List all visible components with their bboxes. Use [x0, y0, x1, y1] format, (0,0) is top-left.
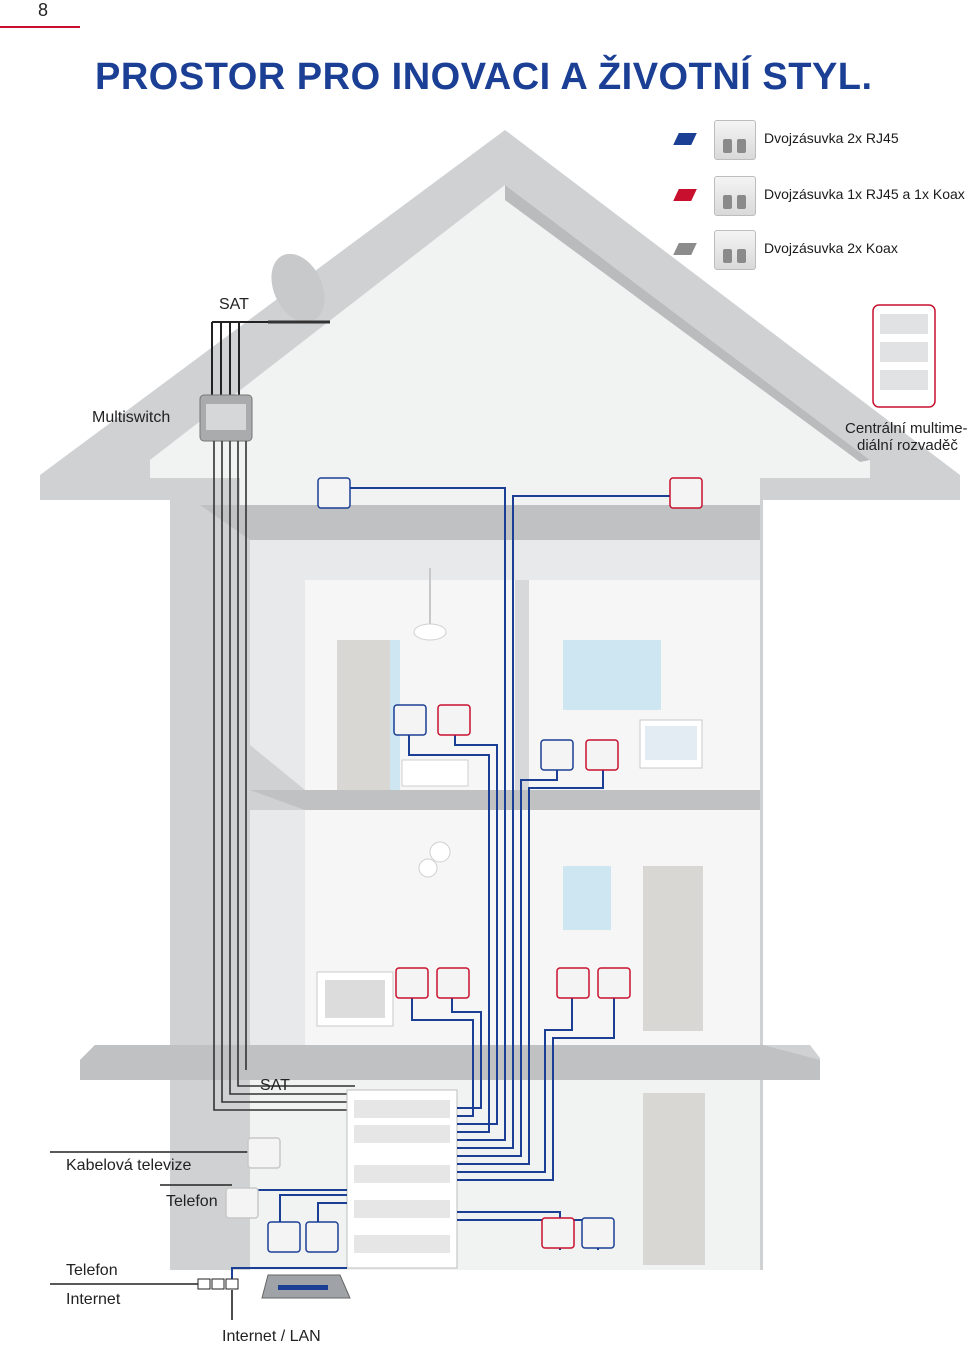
label-internet: Internet	[66, 1291, 121, 1308]
external-lines	[50, 1151, 250, 1320]
label-multiswitch: Multiswitch	[92, 409, 171, 426]
socket-middle-1	[395, 967, 429, 999]
tv-screen	[325, 980, 385, 1018]
socket-icon	[714, 120, 756, 160]
legend-flag-red	[673, 189, 697, 201]
label-central-line2: diální rozvaděč	[857, 437, 958, 454]
legend-item-koax: Dvojzásuvka 2x Koax	[673, 228, 956, 272]
legend-item-combo: Dvojzásuvka 1x RJ45 a 1x Koax	[673, 174, 965, 218]
monitor-screen	[645, 726, 697, 760]
socket-upper-4	[585, 739, 619, 771]
socket-icon	[714, 230, 756, 270]
multiswitch-box	[199, 394, 253, 442]
sockets	[225, 477, 703, 1253]
socket-ground-4	[581, 1217, 615, 1249]
attic-floor	[200, 505, 760, 540]
label-phone-bottom: Telefon	[66, 1262, 118, 1279]
middle-door	[643, 866, 703, 1031]
page-number: 8	[38, 0, 49, 20]
socket-middle-2	[436, 967, 470, 999]
label-central-line1: Centrální multime-	[845, 420, 968, 437]
socket-attic-right	[669, 477, 703, 509]
socket-ground-phone	[225, 1187, 259, 1219]
ground-door	[643, 1093, 705, 1265]
socket-middle-3	[556, 967, 590, 999]
upper-door	[337, 640, 392, 790]
attic-cabinet	[872, 304, 936, 408]
router	[261, 1274, 351, 1299]
roof-shade	[505, 185, 870, 462]
page-rule	[0, 26, 80, 28]
legend-label: Dvojzásuvka 2x Koax	[764, 240, 898, 256]
legend-label: Dvojzásuvka 1x RJ45 a 1x Koax	[764, 186, 965, 202]
label-sat-bottom: SAT	[260, 1077, 290, 1094]
phone-junction	[197, 1278, 239, 1290]
legend-flag-blue	[673, 133, 697, 145]
socket-ground-tv	[247, 1137, 281, 1169]
socket-attic-left	[317, 477, 351, 509]
stereo	[401, 759, 469, 787]
sat-feed-lines	[211, 321, 268, 395]
socket-upper-3	[540, 739, 574, 771]
label-sat-top: SAT	[219, 296, 249, 313]
upper-window	[563, 640, 661, 710]
attic-interior	[150, 185, 870, 505]
middle-window	[563, 866, 611, 930]
satellite-dish	[268, 253, 330, 324]
socket-upper-1	[393, 704, 427, 736]
ground-floor-slab	[80, 1045, 820, 1080]
label-phone-mid: Telefon	[166, 1193, 218, 1210]
pendant-lamp-1	[429, 841, 451, 863]
legend-flag-gray	[673, 243, 697, 255]
pendant-lamp-2	[418, 858, 438, 878]
socket-ground-2	[305, 1221, 339, 1253]
legend-label: Dvojzásuvka 2x RJ45	[764, 130, 899, 146]
label-cable-tv: Kabelová televize	[66, 1157, 192, 1174]
ground-cabinet	[346, 1089, 458, 1269]
legend-item-rj45: Dvojzásuvka 2x RJ45	[673, 118, 956, 162]
page-title: PROSTOR PRO INOVACI A ŽIVOTNÍ STYL.	[95, 56, 873, 98]
socket-ground-1	[267, 1221, 301, 1253]
ceiling-lamp	[413, 623, 447, 641]
socket-middle-4	[597, 967, 631, 999]
socket-ground-3	[541, 1217, 575, 1249]
upper-room-divider	[515, 580, 529, 790]
label-internet-lan: Internet / LAN	[222, 1328, 321, 1345]
socket-upper-2	[437, 704, 471, 736]
coax-trunk-lines	[213, 441, 355, 1111]
socket-icon	[714, 176, 756, 216]
